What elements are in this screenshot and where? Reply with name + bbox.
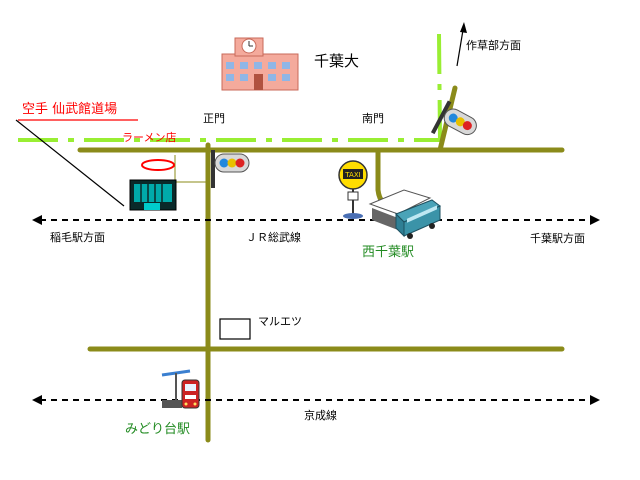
direction-chiba-label: 千葉駅方面 <box>530 232 585 245</box>
taxi-sign-text: TAXI <box>344 171 360 179</box>
station-canopy-icon <box>161 369 191 408</box>
keisei-line-label: 京成線 <box>304 409 337 422</box>
railway-jr <box>32 215 600 225</box>
school-building-icon <box>221 37 299 91</box>
arrow-up-icon <box>456 22 467 67</box>
main-gate-label: 正門 <box>203 112 225 125</box>
dojo-pointer-line <box>15 119 125 207</box>
direction-inage-label: 稲毛駅方面 <box>50 231 105 244</box>
train-icon <box>181 379 200 409</box>
south-gate-label: 南門 <box>362 112 384 125</box>
traffic-signal-icon <box>430 100 477 136</box>
jr-line-label: ＪＲ総武線 <box>246 231 301 244</box>
dojo-label[interactable]: 空手 仙武館道場 <box>22 102 118 117</box>
railway-keisei <box>32 395 600 405</box>
maruetsu-label: マルエツ <box>258 315 302 328</box>
ramen-shop-marker <box>141 159 175 171</box>
station-midoridai-label: みどり台駅 <box>125 422 191 437</box>
ramen-shop-label: ラーメン店 <box>122 131 177 144</box>
station-nishichiba-label: 西千葉駅 <box>362 245 415 260</box>
direction-sakusabe-label: 作草部方面 <box>466 39 521 52</box>
taxi-stand-icon: TAXI <box>338 160 368 219</box>
ramen-connector <box>174 155 208 183</box>
dojo-building-icon <box>129 179 177 211</box>
maruetsu-store-marker <box>219 318 251 340</box>
traffic-signal-icon <box>211 150 250 188</box>
university-label: 千葉大 <box>314 52 360 70</box>
bus-icon <box>395 199 441 239</box>
